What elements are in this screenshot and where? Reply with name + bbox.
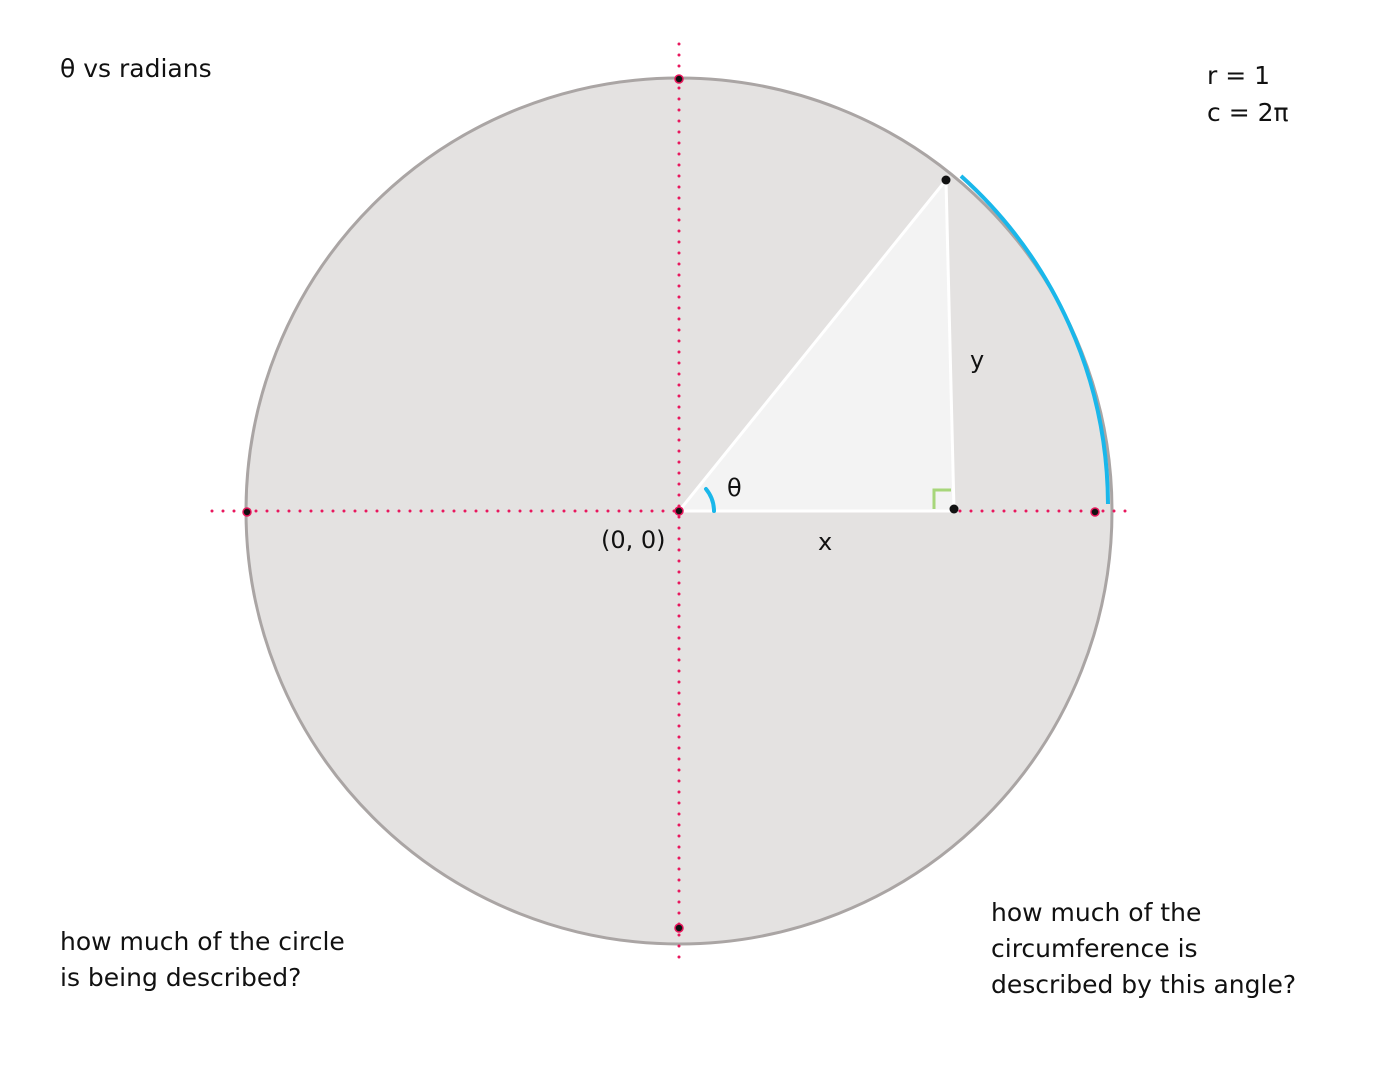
origin-label: (0, 0) xyxy=(601,526,666,554)
point-origin xyxy=(674,506,684,516)
question-right-line-3: described by this angle? xyxy=(991,970,1297,999)
point-left xyxy=(242,507,252,517)
question-right-line-2: circumference is xyxy=(991,934,1198,963)
theta-label: θ xyxy=(727,474,742,502)
theta-angle-arc xyxy=(704,487,716,513)
point-right xyxy=(1090,507,1100,517)
right-triangle xyxy=(677,178,956,513)
x-label: x xyxy=(818,528,833,556)
question-right-line-1: how much of the xyxy=(991,898,1202,927)
point-top xyxy=(674,74,684,84)
point-on-circle xyxy=(941,175,951,185)
radius-label: r = 1 xyxy=(1207,61,1271,90)
y-label: y xyxy=(970,346,985,374)
point-foot xyxy=(949,504,959,514)
question-left-line-2: is being described? xyxy=(60,963,302,992)
diagram-title: θ vs radians xyxy=(60,54,212,83)
question-left-line-1: how much of the circle xyxy=(60,927,345,956)
point-bottom xyxy=(674,923,684,933)
circumference-arc xyxy=(959,174,1110,505)
circumference-label: c = 2π xyxy=(1207,98,1289,127)
right-angle-marker xyxy=(932,488,951,509)
